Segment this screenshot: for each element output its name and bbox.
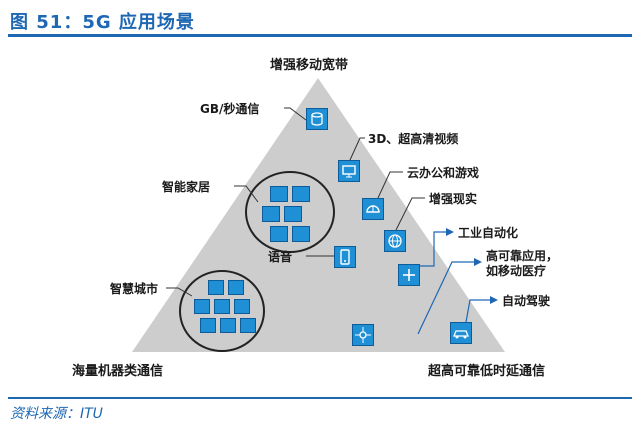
source-divider — [8, 397, 632, 399]
label-high-reliability-line1: 高可靠应用， — [486, 249, 559, 263]
smart-city-grid-icon-3 — [194, 299, 210, 314]
smart-home-fridge-icon — [292, 186, 310, 202]
helmet-icon — [362, 198, 384, 220]
label-cloud-office: 云办公和游戏 — [407, 166, 480, 180]
smart-city-grid-icon-4 — [214, 299, 230, 314]
arrow-industrial — [420, 231, 446, 267]
network-node-icon — [352, 324, 374, 346]
arrowhead-high-reliability — [474, 258, 482, 266]
label-3d-video: 3D、超高清视频 — [368, 132, 459, 146]
connector-ar — [395, 197, 425, 231]
medical-icon — [398, 264, 420, 286]
label-gb-per-sec: GB/秒通信 — [200, 102, 260, 116]
figure-source: 资料来源：ITU — [10, 406, 103, 422]
connector-cloud — [377, 171, 403, 199]
label-ar: 增强现实 — [429, 192, 478, 206]
label-high-reliability-line2: 如移动医疗 — [486, 264, 547, 278]
label-autonomous-driving: 自动驾驶 — [502, 294, 551, 308]
smart-city-grid-icon-5 — [234, 299, 250, 314]
smart-city-grid-icon-1 — [208, 280, 224, 295]
arrowhead-autonomous — [490, 296, 498, 304]
corner-label-mmtc: 海量机器类通信 — [72, 364, 164, 379]
smart-city-grid-icon-7 — [220, 318, 236, 333]
label-smart-city: 智慧城市 — [110, 282, 159, 296]
smart-home-house-icon — [262, 206, 280, 222]
smart-city-grid-icon-2 — [228, 280, 244, 295]
database-icon — [306, 108, 328, 130]
smart-home-appliance-icon — [284, 206, 302, 222]
arrow-autonomous — [465, 299, 490, 323]
smart-city-grid-icon-8 — [240, 318, 256, 333]
connector-smart-home — [234, 185, 259, 203]
arrowhead-industrial — [446, 228, 454, 236]
label-voice: 语音 — [268, 250, 293, 264]
title-divider — [8, 34, 632, 37]
smart-home-speaker-icon — [292, 226, 310, 242]
globe-icon — [384, 230, 406, 252]
figure-title: 图 51：5G 应用场景 — [10, 12, 195, 33]
smart-city-grid-icon-6 — [200, 318, 216, 333]
phone-icon — [334, 246, 356, 268]
smart-home-tv-icon — [270, 186, 288, 202]
smart-home-laptop-icon — [270, 226, 288, 242]
monitor-icon — [338, 160, 360, 182]
connector-smart-city — [166, 287, 193, 297]
arrow-high-reliability — [417, 261, 474, 335]
label-high-reliability: 高可靠应用， 如移动医疗 — [486, 249, 558, 279]
connector-gb — [284, 107, 307, 121]
label-smart-home: 智能家居 — [162, 180, 211, 194]
corner-label-urllc: 超高可靠低时延通信 — [428, 364, 546, 379]
smart-city-group-ellipse — [179, 270, 265, 352]
smart-home-group-ellipse — [245, 171, 335, 253]
label-industrial-automation: 工业自动化 — [458, 226, 519, 240]
car-icon — [450, 322, 472, 344]
corner-label-embb: 增强移动宽带 — [270, 58, 349, 73]
connector-3d — [349, 137, 365, 161]
